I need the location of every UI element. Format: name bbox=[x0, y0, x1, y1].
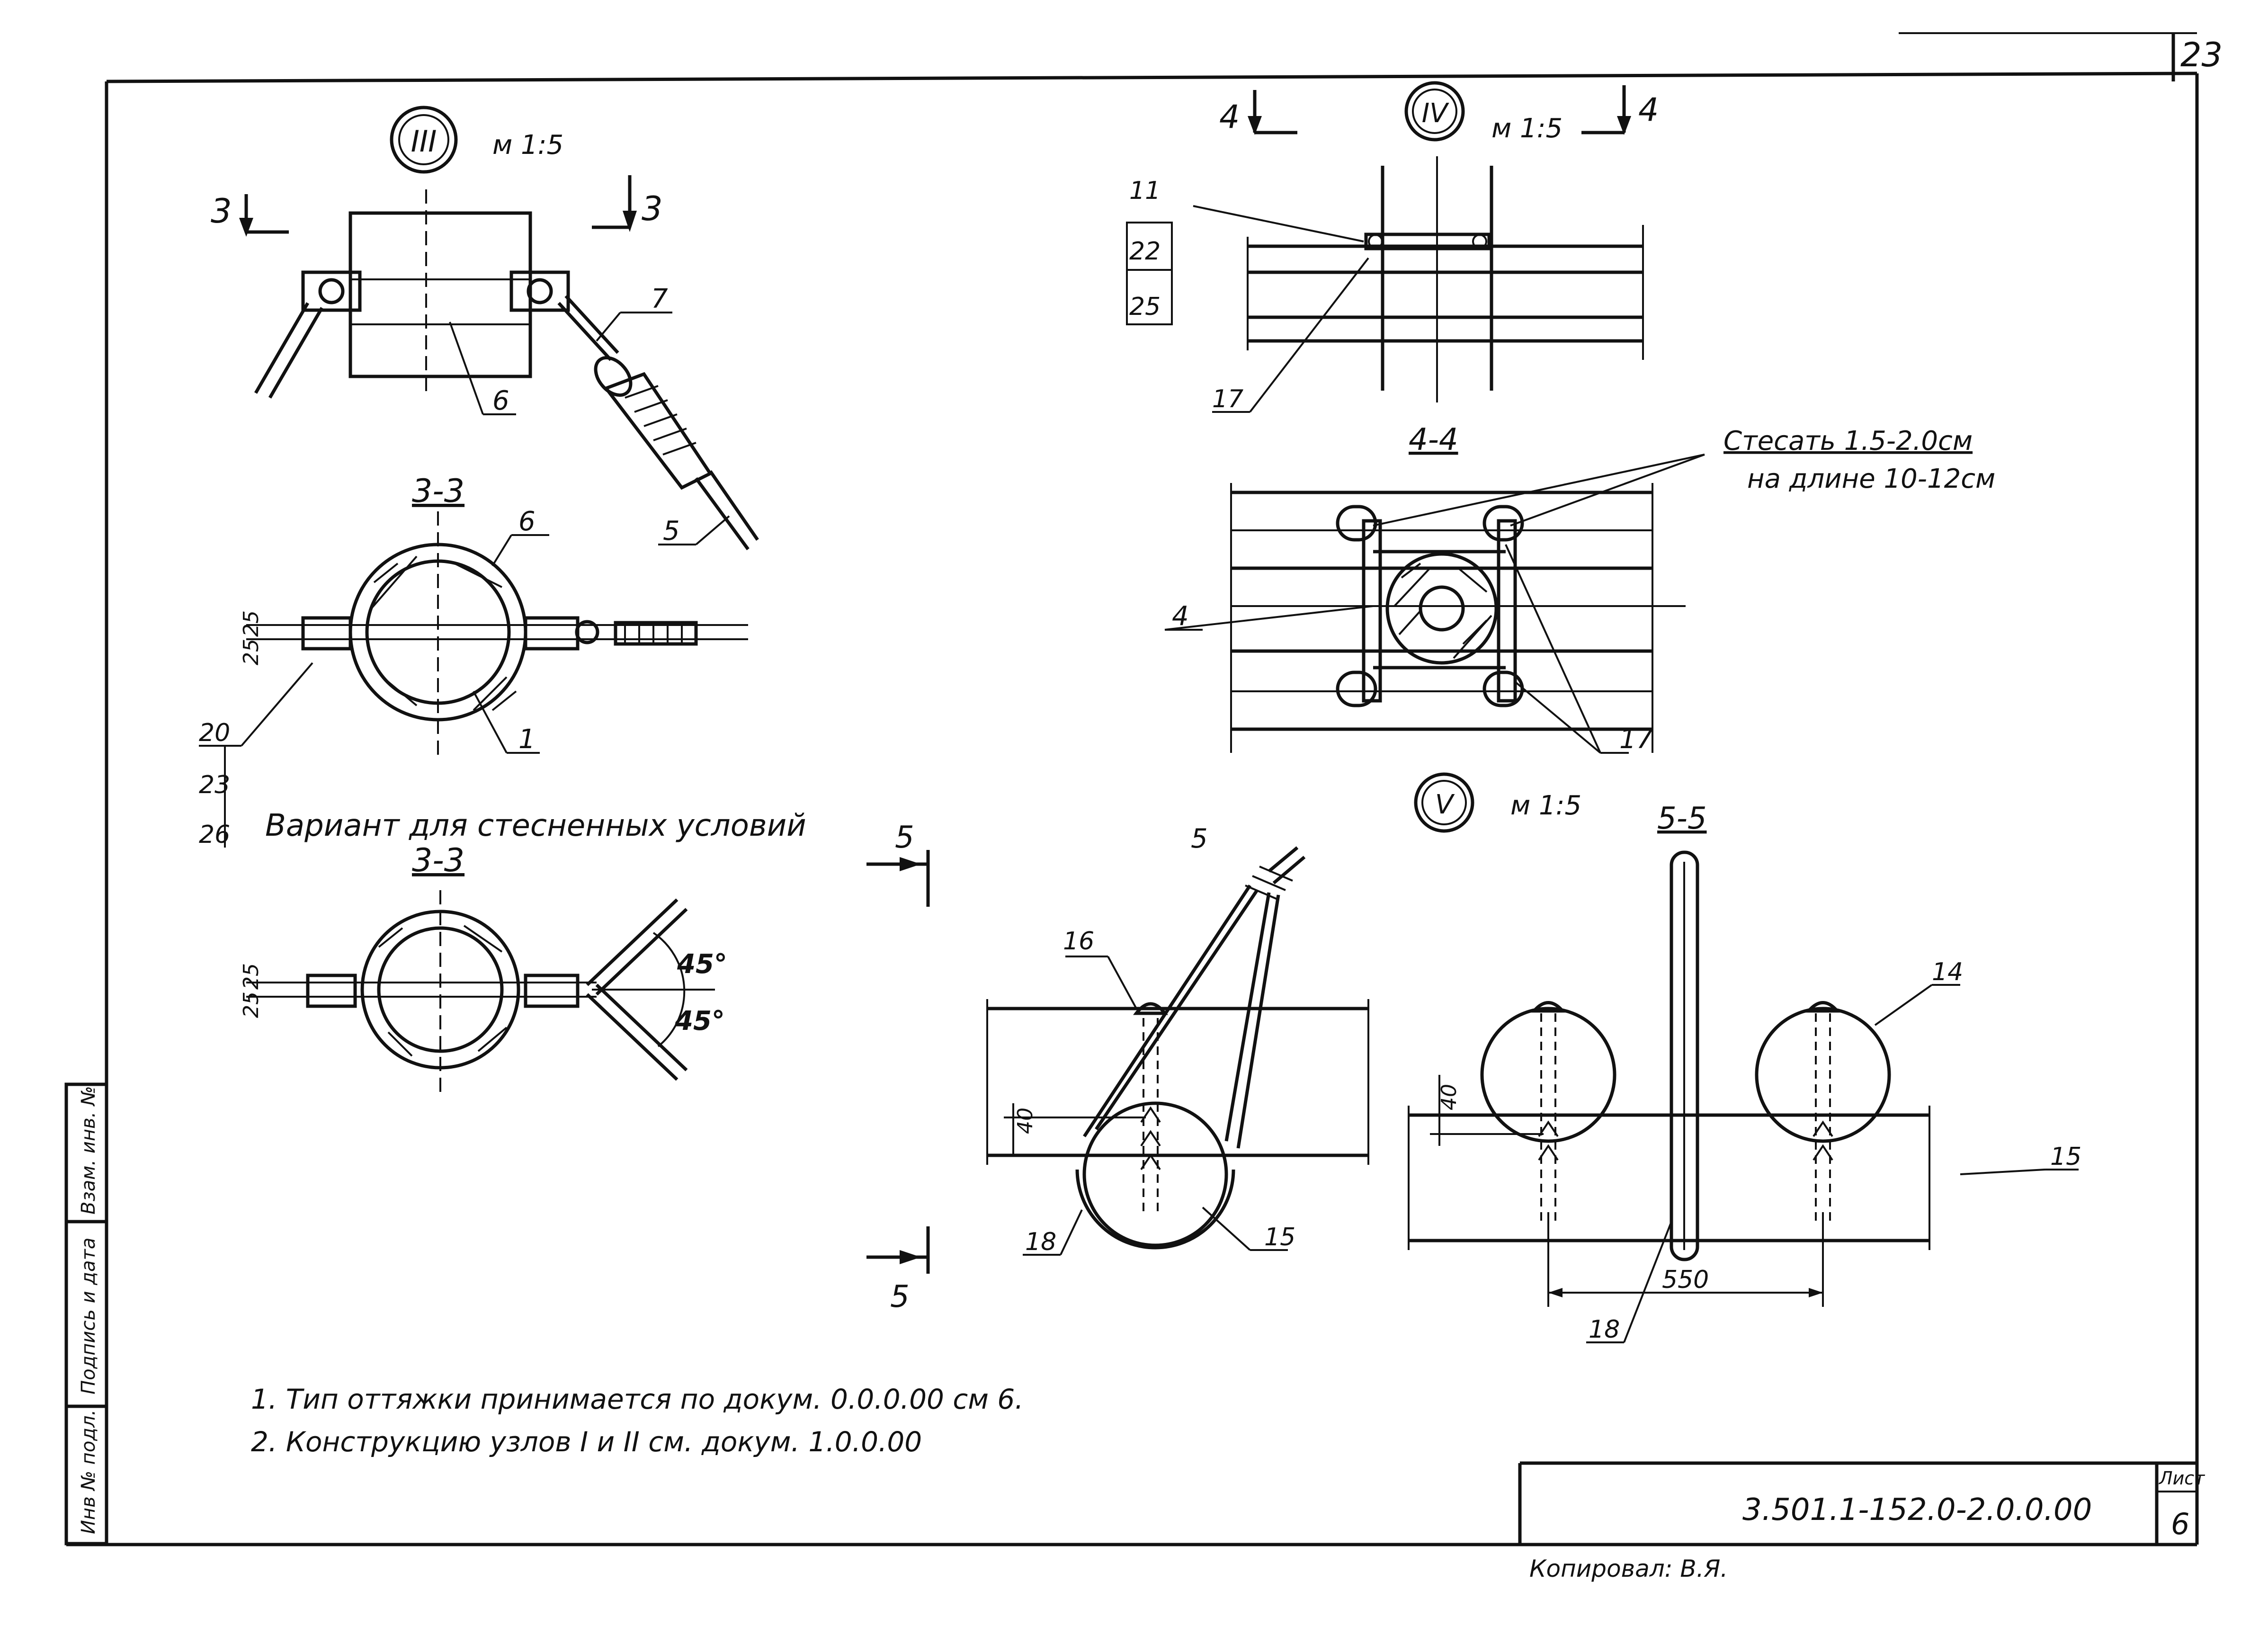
node-5-marks bbox=[866, 850, 930, 1274]
node-3-badge: III bbox=[411, 124, 437, 159]
side-stamp-inv-replace: Взам. инв. № bbox=[78, 1086, 99, 1215]
node-5-badge: V bbox=[1435, 789, 1455, 820]
node-3-header: III м 1:5 3 3 bbox=[211, 106, 663, 237]
section-5-5-callout-15: 15 bbox=[2050, 1143, 2081, 1171]
section-5-5-title: 5-5 bbox=[1657, 801, 1707, 836]
variant-angle-lower: 45° bbox=[674, 1006, 725, 1036]
node-3-section-mark-right: 3 bbox=[642, 189, 663, 228]
section-3-3-dim-a: 25 bbox=[239, 610, 263, 637]
section-4-4-callout-4: 4 bbox=[1172, 601, 1189, 632]
node-4-elevation bbox=[1126, 156, 1644, 413]
section-5-5-callout-14: 14 bbox=[1932, 958, 1963, 986]
stamp-sheet-number: 6 bbox=[2171, 1507, 2189, 1541]
footer-copied-by: Копировал: В.Я. bbox=[1529, 1555, 1728, 1582]
node-3-section-mark-left: 3 bbox=[211, 192, 232, 231]
section-4-4-plan bbox=[1164, 454, 1705, 754]
variant-3-3-pipe bbox=[246, 890, 715, 1094]
node-5-header: V м 1:5 bbox=[1414, 772, 1581, 833]
note-1: 1. Тип оттяжки принимается по докум. 0.0… bbox=[251, 1383, 1024, 1415]
node-3-callout-5: 5 bbox=[663, 516, 680, 546]
node-5-callout-5: 5 bbox=[1191, 823, 1208, 854]
node-3-scale: м 1:5 bbox=[492, 130, 563, 161]
section-3-3-callout-23: 23 bbox=[199, 771, 230, 799]
node-4-callout-25: 25 bbox=[1129, 293, 1161, 321]
variant-3-3-dim-a: 25 bbox=[239, 963, 263, 990]
node-5-elevation bbox=[986, 846, 1369, 1256]
section-3-3-callout-6: 6 bbox=[518, 506, 536, 537]
section-4-4-note-line2: на длине 10-12см bbox=[1747, 464, 1995, 494]
sheet-top-number: 23 bbox=[2180, 36, 2223, 74]
node-5-callout-15: 15 bbox=[1264, 1223, 1295, 1251]
side-stamp-signature: Подпись и дата bbox=[78, 1238, 99, 1394]
section-5-5-callout-18: 18 bbox=[1589, 1315, 1620, 1344]
node-4-callout-22: 22 bbox=[1129, 237, 1161, 266]
side-stamp: Взам. инв. № Подпись и дата Инв № подл. bbox=[64, 1082, 108, 1546]
section-5-5-view bbox=[1408, 850, 2079, 1343]
side-stamp-inv-original: Инв № подл. bbox=[78, 1410, 99, 1534]
node-4-scale: м 1:5 bbox=[1491, 113, 1563, 144]
stamp-doc-code: 3.501.1-152.0-2.0.0.00 bbox=[1742, 1492, 2092, 1528]
node-5-callout-18: 18 bbox=[1025, 1228, 1056, 1256]
node-3-clamp-view bbox=[254, 189, 759, 551]
section-4-4-callout-17: 17 bbox=[1619, 724, 1653, 755]
node-5-section-mark-bottom: 5 bbox=[890, 1279, 910, 1314]
node-4-header: IV м 1:5 4 4 bbox=[1219, 81, 1659, 144]
node-4-badge: IV bbox=[1422, 98, 1450, 129]
title-stamp bbox=[1518, 1461, 2197, 1545]
section-3-3-callout-20: 20 bbox=[199, 719, 230, 747]
section-4-4-note-line1: Стесать 1.5-2.0см bbox=[1723, 426, 1973, 456]
variant-3-3-dim-b: 25 bbox=[239, 992, 263, 1018]
node-5-section-mark-top: 5 bbox=[895, 820, 914, 855]
node-5-scale: м 1:5 bbox=[1510, 790, 1581, 821]
note-2: 2. Конструкцию узлов I и II см. докум. 1… bbox=[251, 1426, 922, 1458]
section-3-3-callout-26: 26 bbox=[199, 821, 230, 849]
section-3-3-pipe bbox=[199, 511, 748, 848]
node-4-section-mark-right: 4 bbox=[1638, 91, 1659, 129]
node-4-callout-17: 17 bbox=[1212, 385, 1243, 413]
section-5-5-dim-550: 550 bbox=[1662, 1266, 1709, 1294]
node-5-callout-16: 16 bbox=[1063, 927, 1094, 956]
variant-3-3-title: 3-3 bbox=[412, 842, 464, 879]
section-5-5-dim-40: 40 bbox=[1437, 1084, 1461, 1110]
section-4-4-title: 4-4 bbox=[1409, 422, 1458, 457]
node-4-section-mark-left: 4 bbox=[1219, 98, 1240, 136]
stamp-sheet-label: Лист bbox=[2158, 1468, 2205, 1489]
node-5-dim-40: 40 bbox=[1013, 1108, 1037, 1134]
node-3-callout-7: 7 bbox=[651, 284, 668, 314]
variant-caption: Вариант для стесненных условий bbox=[265, 808, 806, 843]
section-3-3-title: 3-3 bbox=[412, 473, 464, 510]
section-3-3-callout-1: 1 bbox=[518, 724, 536, 755]
node-3-callout-6: 6 bbox=[492, 385, 509, 416]
section-3-3-dim-b: 25 bbox=[239, 639, 263, 665]
node-4-callout-11: 11 bbox=[1129, 177, 1161, 205]
variant-angle-upper: 45° bbox=[677, 949, 727, 980]
